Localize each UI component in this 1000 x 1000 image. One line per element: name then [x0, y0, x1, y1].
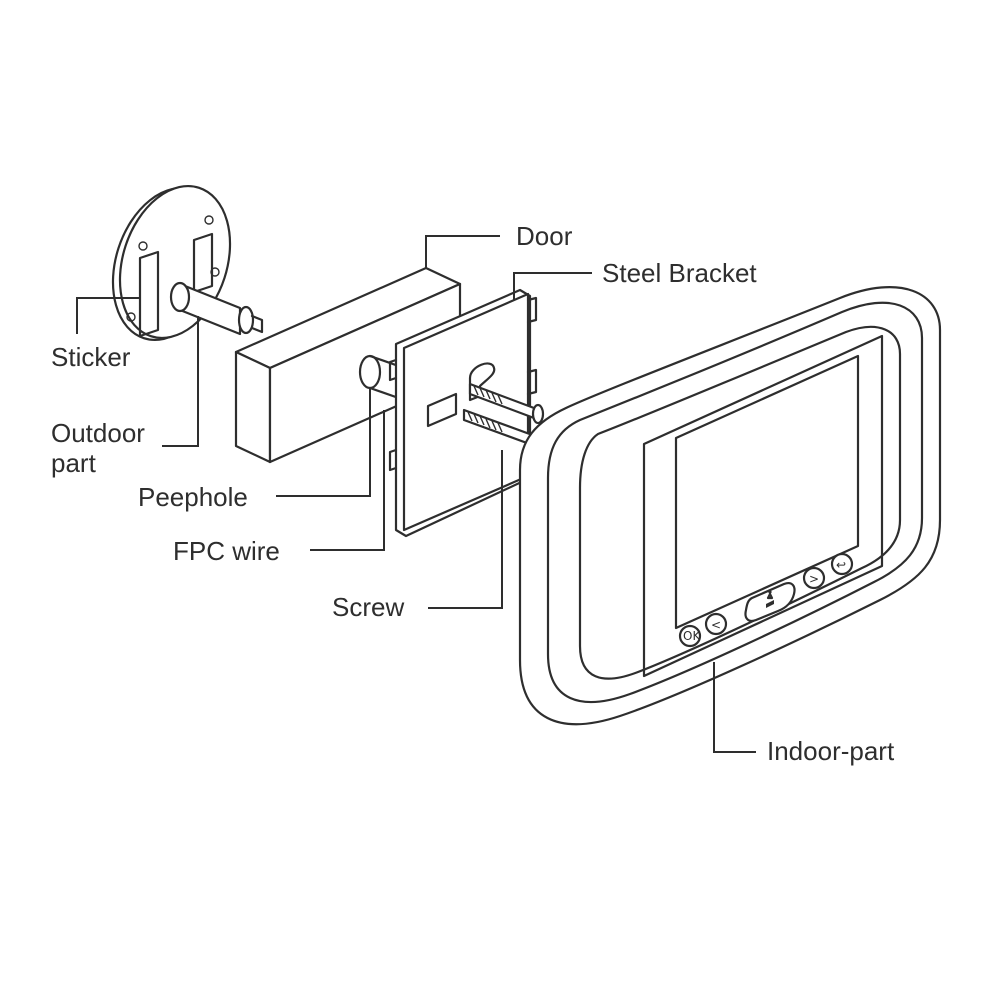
leader-fpc-wire: [310, 410, 385, 551]
label-peephole: Peephole: [138, 482, 248, 512]
leader-steel-bracket: [513, 272, 592, 300]
label-outdoor-part-line2: part: [51, 448, 96, 478]
sticker-strip-left: [138, 250, 160, 338]
label-fpc-wire: FPC wire: [173, 536, 280, 566]
leader-outdoor-part: [162, 316, 199, 447]
outdoor-part: [111, 184, 264, 342]
indoor-part: OK < > ↩: [518, 286, 942, 726]
leader-indoor-part: [713, 662, 756, 753]
right-button[interactable]: >: [802, 566, 826, 590]
label-sticker: Sticker: [51, 342, 131, 372]
back-button[interactable]: ↩: [830, 552, 854, 576]
leader-door: [425, 235, 500, 268]
ok-button[interactable]: OK: [678, 624, 701, 648]
leader-lines: [76, 235, 756, 753]
svg-text:>: >: [809, 572, 819, 586]
person-icon: [766, 592, 774, 600]
leader-peephole: [276, 388, 371, 497]
left-button[interactable]: <: [704, 612, 728, 636]
sticker-strip-right: [192, 232, 214, 294]
center-button[interactable]: [744, 582, 796, 622]
label-steel-bracket: Steel Bracket: [602, 258, 757, 288]
screen: [674, 354, 860, 630]
leader-screw: [428, 450, 503, 609]
screen-bezel: [642, 334, 884, 678]
label-indoor-part: Indoor-part: [767, 736, 895, 766]
svg-text:<: <: [711, 618, 721, 632]
label-outdoor-part-line1: Outdoor: [51, 418, 145, 448]
label-door: Door: [516, 221, 573, 251]
svg-text:↩: ↩: [836, 558, 846, 572]
leader-sticker: [76, 297, 140, 334]
screw-upper: [468, 382, 545, 425]
label-screw: Screw: [332, 592, 405, 622]
svg-text:OK: OK: [683, 629, 701, 643]
